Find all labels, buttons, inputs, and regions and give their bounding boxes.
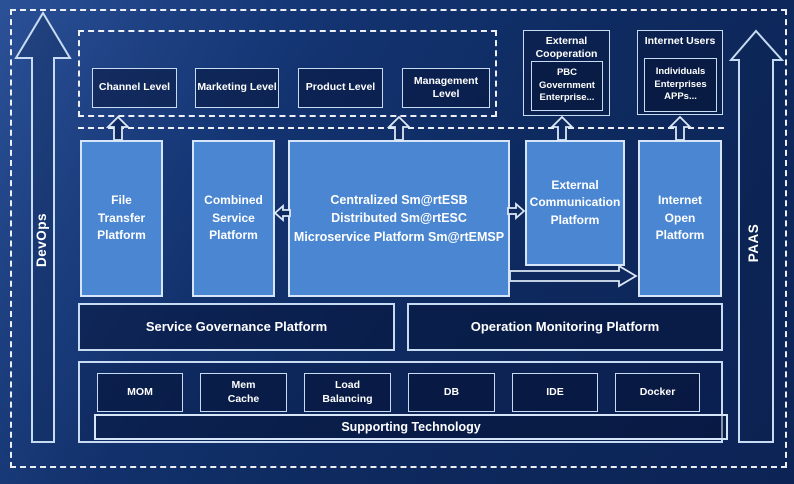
long-right-arrow-icon: [509, 264, 638, 288]
devops-up-arrow-icon: [14, 11, 72, 443]
up-arrow-icon-internet-open: [667, 115, 693, 141]
up-arrow-icon-file-transfer: [105, 115, 131, 141]
up-arrow-icon-external-communication: [549, 115, 575, 141]
internet-users-title: Internet Users: [644, 35, 716, 47]
internet-users-box: Internet Users Individuals Enterprises A…: [637, 30, 723, 115]
tech-box-mem-cache: Mem Cache: [200, 373, 287, 412]
tech-box-docker: Docker: [615, 373, 700, 412]
operation-monitoring-platform-box: Operation Monitoring Platform: [407, 303, 723, 351]
level-box-channel: Channel Level: [92, 68, 177, 108]
tech-box-ide: IDE: [512, 373, 598, 412]
external-cooperation-members: PBC Government Enterprise...: [531, 61, 603, 111]
level-box-marketing: Marketing Level: [195, 68, 279, 108]
levels-dashed-frame: [78, 30, 497, 117]
level-label-product: Product Level: [305, 81, 376, 94]
tech-label-docker: Docker: [639, 385, 676, 398]
left-arrow-icon: [273, 204, 291, 222]
combined-service-platform-box: Combined Service Platform: [192, 140, 275, 297]
level-label-marketing: Marketing Level: [197, 81, 277, 94]
outer-dashed-frame: [10, 9, 787, 468]
tech-box-db: DB: [408, 373, 495, 412]
level-box-management: Management Level: [402, 68, 490, 108]
right-arrow-icon: [507, 202, 526, 220]
tech-label-load-balancing: Load Balancing: [322, 379, 373, 405]
tech-label-ide: IDE: [546, 385, 564, 398]
supporting-technology-bar: Supporting Technology: [94, 414, 728, 440]
level-box-product: Product Level: [298, 68, 383, 108]
internet-open-platform-label: Internet Open Platform: [655, 193, 705, 243]
external-communication-platform-box: External Communication Platform: [525, 140, 625, 266]
level-label-management: Management Level: [413, 74, 479, 100]
tech-box-mom: MOM: [97, 373, 183, 412]
tech-label-mem-cache: Mem Cache: [227, 379, 260, 405]
file-transfer-platform-box: File Transfer Platform: [80, 140, 163, 297]
internet-open-platform-box: Internet Open Platform: [638, 140, 722, 297]
esb-suite-platform-label: Centralized Sm@rtESB Distributed Sm@rtES…: [293, 193, 505, 244]
external-cooperation-title: External Cooperation: [535, 35, 598, 61]
tech-box-load-balancing: Load Balancing: [304, 373, 391, 412]
tech-label-db: DB: [443, 385, 460, 398]
combined-service-platform-label: Combined Service Platform: [204, 193, 263, 243]
internet-users-members: Individuals Enterprises APPs...: [644, 58, 717, 112]
operation-monitoring-platform-label: Operation Monitoring Platform: [470, 318, 660, 334]
level-label-channel: Channel Level: [98, 81, 171, 94]
paas-rail-label: PAAS: [746, 223, 761, 263]
service-governance-platform-label: Service Governance Platform: [145, 318, 328, 334]
devops-rail-label: DevOps: [34, 212, 49, 268]
paas-up-arrow-icon: [728, 29, 785, 443]
up-arrow-icon-esb: [386, 115, 412, 141]
service-governance-platform-box: Service Governance Platform: [78, 303, 395, 351]
file-transfer-platform-label: File Transfer Platform: [97, 193, 146, 243]
external-communication-platform-label: External Communication Platform: [529, 177, 621, 227]
supporting-technology-bar-label: Supporting Technology: [341, 420, 481, 434]
tech-label-mom: MOM: [127, 385, 153, 398]
esb-suite-platform-box: Centralized Sm@rtESB Distributed Sm@rtES…: [288, 140, 510, 297]
external-cooperation-box: External Cooperation PBC Government Ente…: [523, 30, 610, 116]
